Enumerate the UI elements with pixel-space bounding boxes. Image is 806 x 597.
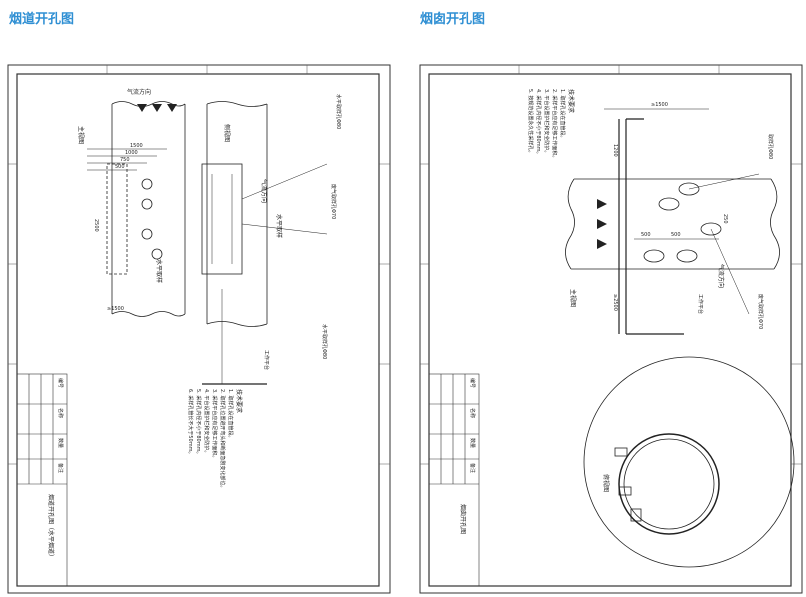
chimney-top-view (583, 356, 795, 568)
flue-dim-1500: 1500 (130, 143, 143, 149)
chimney-dim-500b: 500 (671, 232, 681, 238)
chimney-heading: 烟囱开孔图 (420, 12, 486, 27)
chimney-title-table (428, 373, 480, 587)
flue-callout-1: 水平取样孔Φ80 (335, 94, 342, 129)
flue-title-table (16, 373, 68, 587)
flue-note-5: 5. 采样孔内径不小于80mm。 (195, 389, 202, 456)
chimney-title-block: 烟囱开孔图 (459, 504, 467, 534)
chimney-drawing: 气流方向 主视图 ≥1500 500 500 250 1200 ≥2500 取样… (419, 64, 803, 594)
chimney-note-3: 3. 平台设置护栏和安全防护。 (543, 89, 550, 155)
chimney-notes: 技术要求 1. 取样孔设在直管段。 2. 采样平台应有足够工作面积。 3. 平台… (527, 89, 575, 160)
chimney-main-view (565, 108, 780, 335)
flue-side-view-label: 侧视图 (223, 124, 231, 142)
flue-callout-platform: 工作平台 (263, 350, 270, 370)
flue-table-col-4: 备注 (57, 463, 64, 473)
chimney-dim-2500: ≥2500 (612, 294, 618, 311)
flue-notes-header: 技术要求 (235, 389, 243, 413)
flue-note-3: 3. 采样平台应有足够工作面积。 (211, 389, 218, 460)
chimney-dim-250: 250 (722, 214, 728, 224)
chimney-table-col-2: 名称 (469, 408, 476, 418)
flue-horizontal-sampling-label: 水平取样 (155, 259, 163, 283)
chimney-note-1: 1. 取样孔设在直管段。 (559, 89, 566, 140)
flue-heading: 烟道开孔图 (9, 12, 75, 27)
flue-gas-direction-label: 气流方向 (127, 88, 151, 96)
chimney-dim-1500: ≥1500 (651, 102, 668, 108)
chimney-callout-platform: 工作平台 (697, 294, 704, 314)
flue-side-gas-label: 气流方向 (260, 179, 268, 203)
flue-dim-1000: 1000 (125, 150, 138, 156)
flue-note-1: 1. 取样孔设在直管段。 (227, 389, 234, 440)
flue-callout-2: 废气取样孔Φ70 (330, 184, 337, 219)
flue-table-col-1: 编号 (57, 378, 64, 388)
flue-drawing: 气流方向 主视图 水平取样 1500 1000 750 500 2500 ≥15… (7, 64, 391, 594)
flue-dim-500: 500 (115, 164, 125, 170)
chimney-callout-1: 取样孔Φ80 (767, 134, 774, 159)
flue-dim-1500b: ≥1500 (107, 306, 124, 312)
flue-side-view (201, 101, 328, 385)
flue-notes: 技术要求 1. 取样孔设在直管段。 2. 取样孔位置避开弯头和断面急剧变化部位。… (187, 389, 243, 490)
chimney-gas-direction-label: 气流方向 (717, 264, 725, 288)
flue-note-6: 6. 采样孔管长不大于50mm。 (187, 389, 194, 456)
chimney-table-col-1: 编号 (469, 378, 476, 388)
flue-note-4: 4. 平台设置护栏和安全防护。 (203, 389, 210, 455)
chimney-dim-500a: 500 (641, 232, 651, 238)
chimney-top-view-label: 俯视图 (602, 474, 610, 492)
flue-side-horizontal-label: 水平取样 (275, 214, 283, 238)
chimney-note-4: 4. 采样孔内径不小于80mm。 (535, 89, 542, 156)
chimney-main-view-label: 主视图 (569, 289, 577, 307)
flue-dim-750: 750 (120, 157, 130, 163)
chimney-note-2: 2. 采样平台应有足够工作面积。 (551, 89, 558, 160)
flue-callout-3: 水平取样孔Φ80 (321, 324, 328, 359)
flue-title-block: 烟道开孔图（水平烟道） (47, 494, 55, 560)
chimney-table-col-4: 备注 (469, 463, 476, 473)
flue-table-col-3: 数量 (57, 438, 64, 448)
chimney-table-col-3: 数量 (469, 438, 476, 448)
flue-main-view-label: 主视图 (77, 126, 85, 144)
chimney-notes-header: 技术要求 (567, 89, 575, 113)
chimney-drawing-sheet: 气流方向 主视图 ≥1500 500 500 250 1200 ≥2500 取样… (419, 64, 803, 594)
flue-note-2: 2. 取样孔位置避开弯头和断面急剧变化部位。 (219, 389, 226, 490)
flue-drawing-sheet: 气流方向 主视图 水平取样 1500 1000 750 500 2500 ≥15… (7, 64, 391, 594)
chimney-callout-2: 废气取样孔Φ70 (757, 294, 764, 329)
flue-dim-2500: 2500 (93, 219, 99, 232)
chimney-note-5: 5. 按规范设置永久性采样孔。 (527, 89, 534, 155)
chimney-dim-1200: 1200 (612, 144, 618, 157)
flue-table-col-2: 名称 (57, 408, 64, 418)
